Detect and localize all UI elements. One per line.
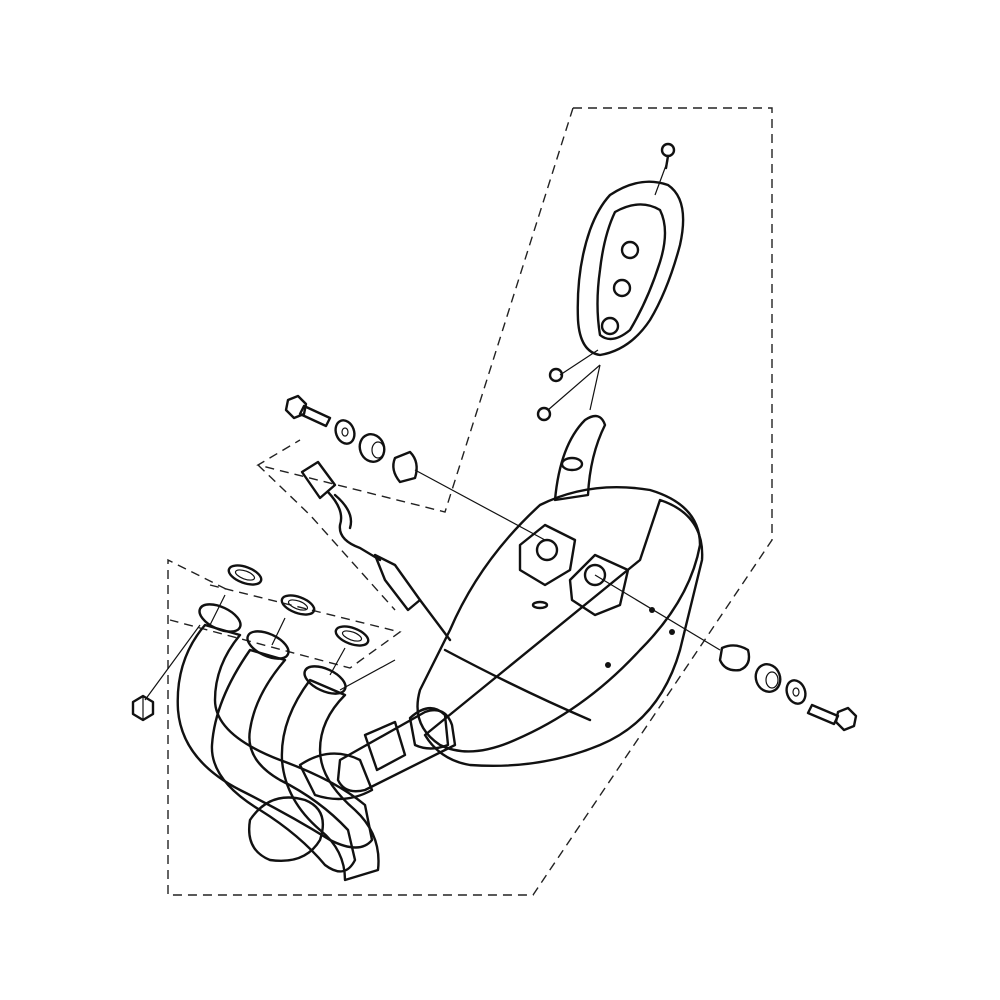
sensor-body xyxy=(373,553,422,612)
muffler-top-shell xyxy=(416,485,702,753)
gasket-3 xyxy=(334,625,370,647)
bracket-right-hole xyxy=(583,563,607,587)
shield-mount-2 xyxy=(612,278,632,298)
bracket-right xyxy=(568,553,630,617)
screw-icon xyxy=(548,367,564,383)
collector-pipe xyxy=(336,707,457,793)
collar-right xyxy=(718,644,751,672)
screw-icon xyxy=(536,406,552,422)
gasket-group-outline xyxy=(169,584,402,669)
heat-shield-cover xyxy=(576,180,685,357)
collar-left xyxy=(392,450,418,484)
muffler-drain-slot xyxy=(531,600,549,610)
bolt-left-shank xyxy=(298,404,332,428)
muffler xyxy=(416,414,704,768)
mounting-bolt-left xyxy=(284,394,418,484)
screw-top-shank xyxy=(664,154,670,170)
header-crossover xyxy=(248,796,325,862)
sensor-wire-2 xyxy=(333,493,353,530)
heat-shield-icon xyxy=(576,180,685,357)
collector-band xyxy=(363,720,407,772)
guide-line-gasket-2 xyxy=(271,617,286,646)
grommet-left-inner xyxy=(371,441,385,459)
guide-line-right-bolt xyxy=(594,574,721,651)
group-outlines xyxy=(167,107,773,896)
muffler-panel-line xyxy=(443,648,592,722)
shield-mount-1 xyxy=(620,240,640,260)
gasket-1-inner xyxy=(234,569,256,581)
header-flange-3 xyxy=(303,665,347,695)
grommet-right-inner xyxy=(765,671,779,689)
bolt-right-shank xyxy=(806,703,840,726)
sensor-group-outline xyxy=(257,464,396,611)
sensor-guide xyxy=(339,659,396,691)
bracket-left-hole xyxy=(535,538,559,562)
muffler-rivet-1 xyxy=(649,607,655,613)
heat-shield-screws xyxy=(536,142,676,422)
gasket-1 xyxy=(227,564,263,586)
guide-line-left-bolt xyxy=(414,469,546,541)
washer-right-hole xyxy=(792,687,800,697)
header-merge xyxy=(298,752,374,801)
muffler-tip xyxy=(553,414,607,502)
washer-left xyxy=(334,419,356,445)
upper-group-outline xyxy=(167,107,773,896)
flange-nut xyxy=(131,694,155,722)
washer-right xyxy=(785,679,807,705)
mounting-bolt-right xyxy=(718,644,858,732)
gasket-2 xyxy=(280,594,316,616)
exhaust-gaskets xyxy=(227,564,370,647)
collector-body xyxy=(336,708,457,793)
shield-mount-3 xyxy=(600,316,620,336)
washer-left-hole xyxy=(341,427,349,437)
muffler-underside xyxy=(423,498,704,768)
heat-shield-inner xyxy=(596,203,667,341)
gasket-2-inner xyxy=(287,599,309,611)
sensor-tip-wire xyxy=(418,598,452,642)
header-flange-1 xyxy=(198,603,242,633)
sensor-wire xyxy=(326,490,382,562)
guide-line-screw-1 xyxy=(559,349,599,376)
header-flange-2 xyxy=(246,630,290,660)
guide-line-gasket-1 xyxy=(209,594,226,626)
guide-line-nut xyxy=(144,624,201,701)
muffler-rivet-3 xyxy=(605,662,611,668)
header-pipes xyxy=(176,603,380,882)
grommet-right xyxy=(754,663,782,693)
grommet-left xyxy=(358,433,386,463)
bracket-left xyxy=(518,523,577,587)
collector-joint xyxy=(408,707,450,750)
header-pipe-2 xyxy=(210,648,357,873)
muffler-tip-hanger xyxy=(560,456,584,472)
o2-sensor xyxy=(300,460,452,691)
bolt-icon xyxy=(834,706,858,732)
screw-icon xyxy=(660,142,676,158)
header-pipe-3 xyxy=(280,678,380,882)
muffler-rivet-2 xyxy=(669,629,675,635)
guide-line-screw-2 xyxy=(547,364,601,411)
gasket-3-inner xyxy=(341,630,363,642)
assembly-guide-lines xyxy=(144,159,721,701)
guide-line-cover xyxy=(589,364,601,411)
sensor-connector xyxy=(300,460,337,500)
bolt-icon xyxy=(284,394,308,420)
